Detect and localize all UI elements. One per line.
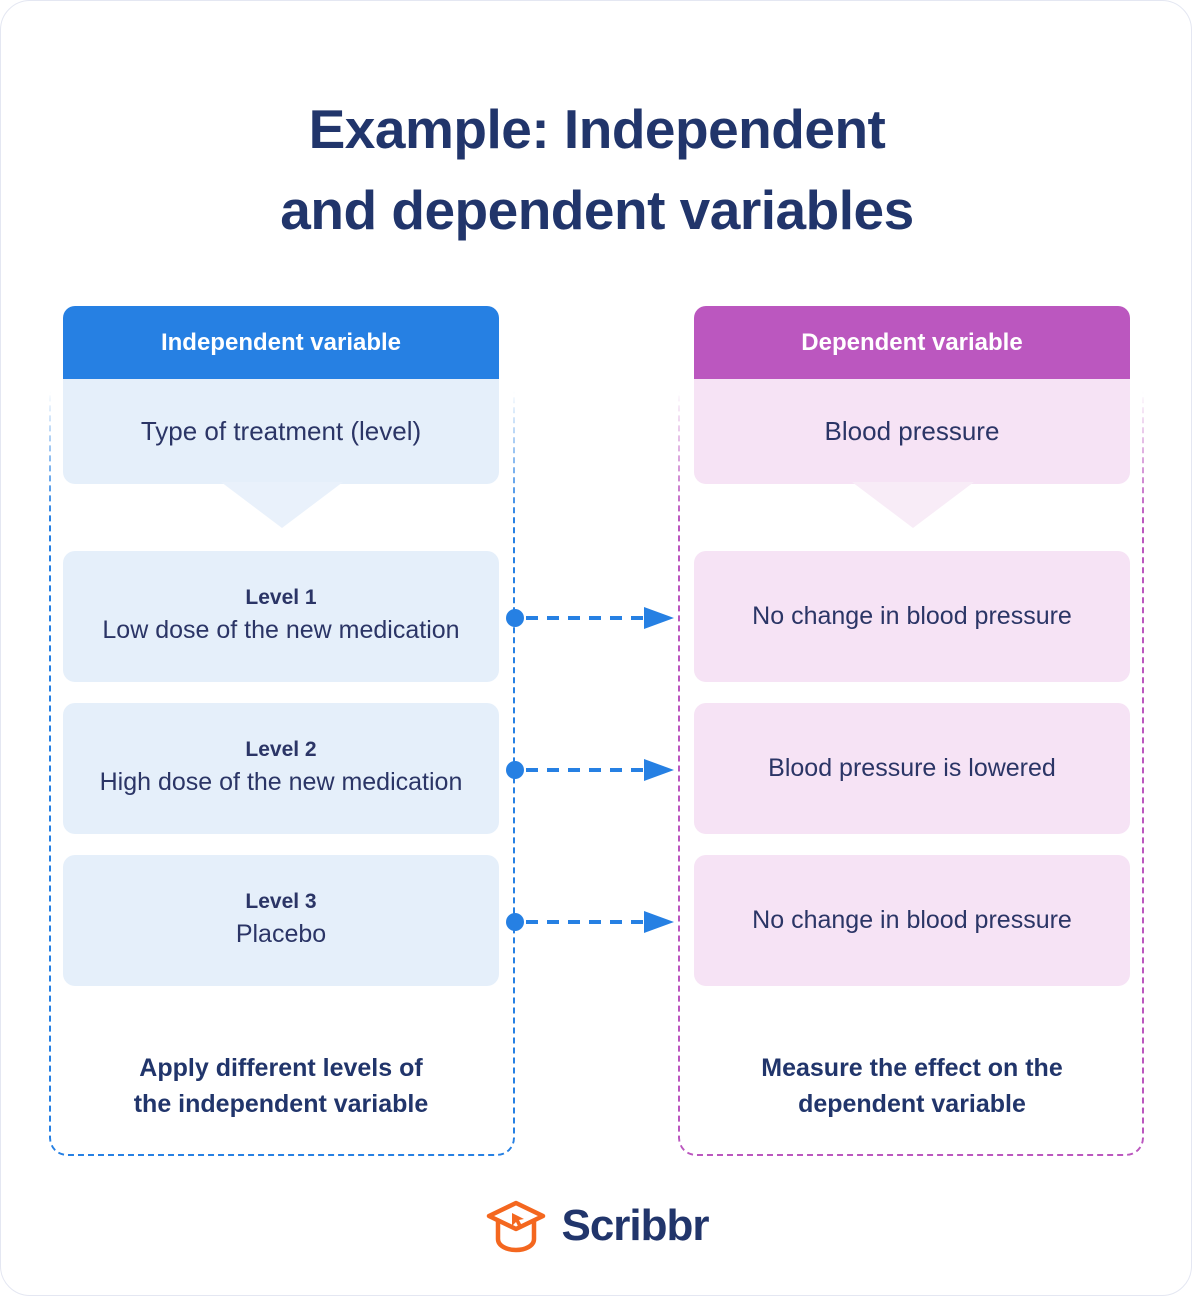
arrow-right-icon <box>506 911 674 933</box>
independent-header-label: Independent variable <box>63 306 499 379</box>
title-line-1: Example: Independent <box>308 98 886 160</box>
level-1-text: Low dose of the new medication <box>102 615 460 644</box>
independent-header-card: Independent variable Type of treatment (… <box>63 306 499 484</box>
outcome-3-box: No change in blood pressure <box>694 855 1130 986</box>
outcome-1-box: No change in blood pressure <box>694 551 1130 682</box>
level-3-label: Level 3 <box>245 889 317 913</box>
scribbr-logo: Scribbr <box>1 1199 1191 1253</box>
connector-arrow-level-1 <box>506 607 674 629</box>
dependent-caption: Measure the effect on the dependent vari… <box>694 1051 1130 1122</box>
level-1-label: Level 1 <box>245 585 317 609</box>
arrow-right-icon <box>506 607 674 629</box>
arrow-right-icon <box>506 759 674 781</box>
level-1-box: Level 1 Low dose of the new medication <box>63 551 499 682</box>
dependent-caption-line-2: dependent variable <box>798 1089 1026 1118</box>
outcome-1-text: No change in blood pressure <box>752 602 1072 631</box>
outcome-2-text: Blood pressure is lowered <box>768 754 1056 783</box>
chevron-down-icon <box>221 482 343 528</box>
dependent-caption-line-1: Measure the effect on the <box>761 1054 1063 1082</box>
independent-caption: Apply different levels of the independen… <box>63 1051 499 1122</box>
level-2-text: High dose of the new medication <box>99 767 463 796</box>
dependent-header-card: Dependent variable Blood pressure <box>694 306 1130 484</box>
connector-arrow-level-2 <box>506 759 674 781</box>
chevron-down-icon <box>852 482 974 528</box>
page-title: Example: Independent and dependent varia… <box>1 89 1191 252</box>
level-3-text: Placebo <box>235 919 327 948</box>
outcome-2-box: Blood pressure is lowered <box>694 703 1130 834</box>
level-3-box: Level 3 Placebo <box>63 855 499 986</box>
dependent-group-outline <box>678 391 1144 1156</box>
dependent-header-label: Dependent variable <box>694 306 1130 379</box>
scribbr-wordmark: Scribbr <box>561 1201 709 1250</box>
connector-arrow-level-3 <box>506 911 674 933</box>
dependent-subject: Blood pressure <box>694 379 1130 484</box>
title-line-2: and dependent variables <box>280 179 914 242</box>
level-2-label: Level 2 <box>245 737 317 761</box>
graduation-cap-icon <box>487 1200 546 1253</box>
independent-subject: Type of treatment (level) <box>63 379 499 484</box>
independent-caption-line-2: the independent variable <box>133 1089 429 1118</box>
level-2-box: Level 2 High dose of the new medication <box>63 703 499 834</box>
independent-caption-line-1: Apply different levels of <box>139 1054 423 1082</box>
outcome-3-text: No change in blood pressure <box>752 906 1072 935</box>
